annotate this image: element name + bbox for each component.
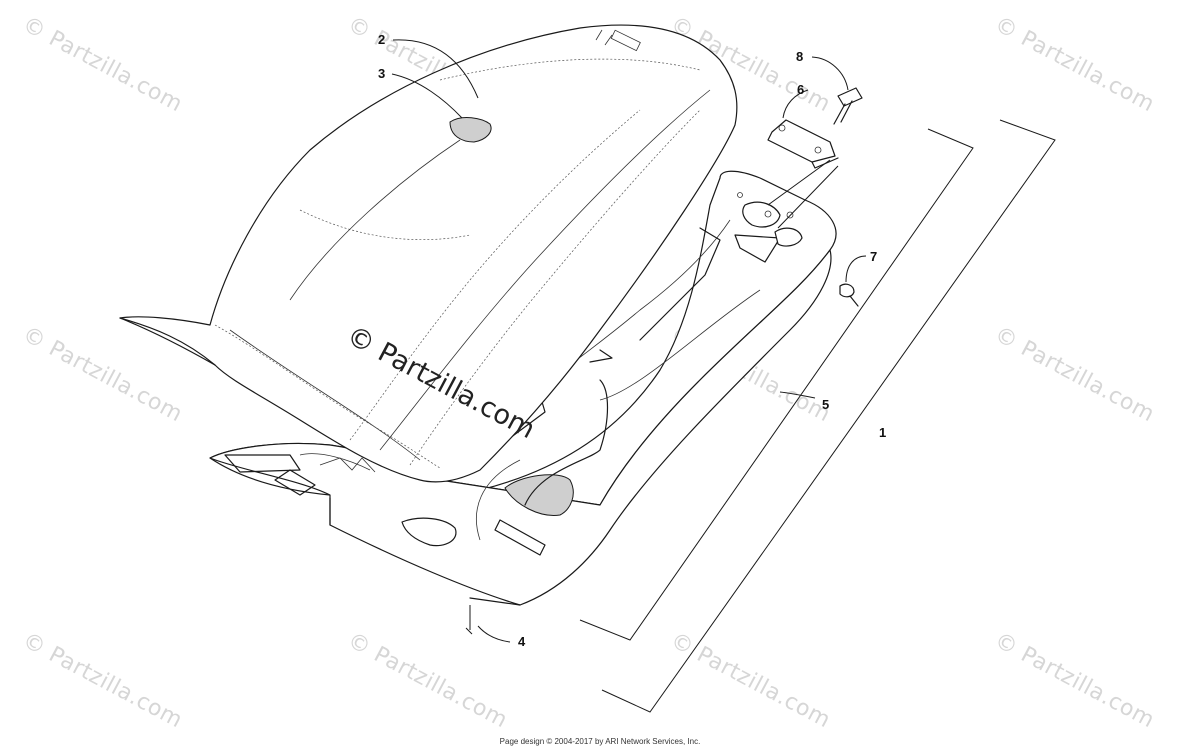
foam-patch-drawing <box>449 117 492 143</box>
bracket-5 <box>579 128 974 641</box>
push-pin-drawing <box>839 283 859 307</box>
callout-7[interactable]: 7 <box>870 249 878 264</box>
leader-line-2 <box>392 39 479 99</box>
seat-base-drawing <box>209 170 837 606</box>
callout-5[interactable]: 5 <box>822 397 830 412</box>
bracket-drawing <box>767 119 839 169</box>
leader-line-5 <box>779 391 816 399</box>
leader-line-7 <box>845 255 867 283</box>
seat-cover-drawing <box>119 24 738 483</box>
leader-line-3 <box>391 73 463 119</box>
callout-8[interactable]: 8 <box>796 49 804 64</box>
callout-1[interactable]: 1 <box>879 425 887 440</box>
bracket-1 <box>601 119 1056 713</box>
leader-line-4 <box>465 605 511 643</box>
leader-line-6b <box>767 159 839 229</box>
leader-line-6 <box>782 89 809 119</box>
page-footer: Page design © 2004-2017 by ARI Network S… <box>499 737 701 746</box>
callout-6[interactable]: 6 <box>797 82 805 97</box>
bolt-drawing <box>833 87 863 125</box>
callout-3[interactable]: 3 <box>378 66 386 81</box>
callout-4[interactable]: 4 <box>518 634 526 649</box>
callout-2[interactable]: 2 <box>378 32 386 47</box>
leader-line-8 <box>811 56 849 91</box>
